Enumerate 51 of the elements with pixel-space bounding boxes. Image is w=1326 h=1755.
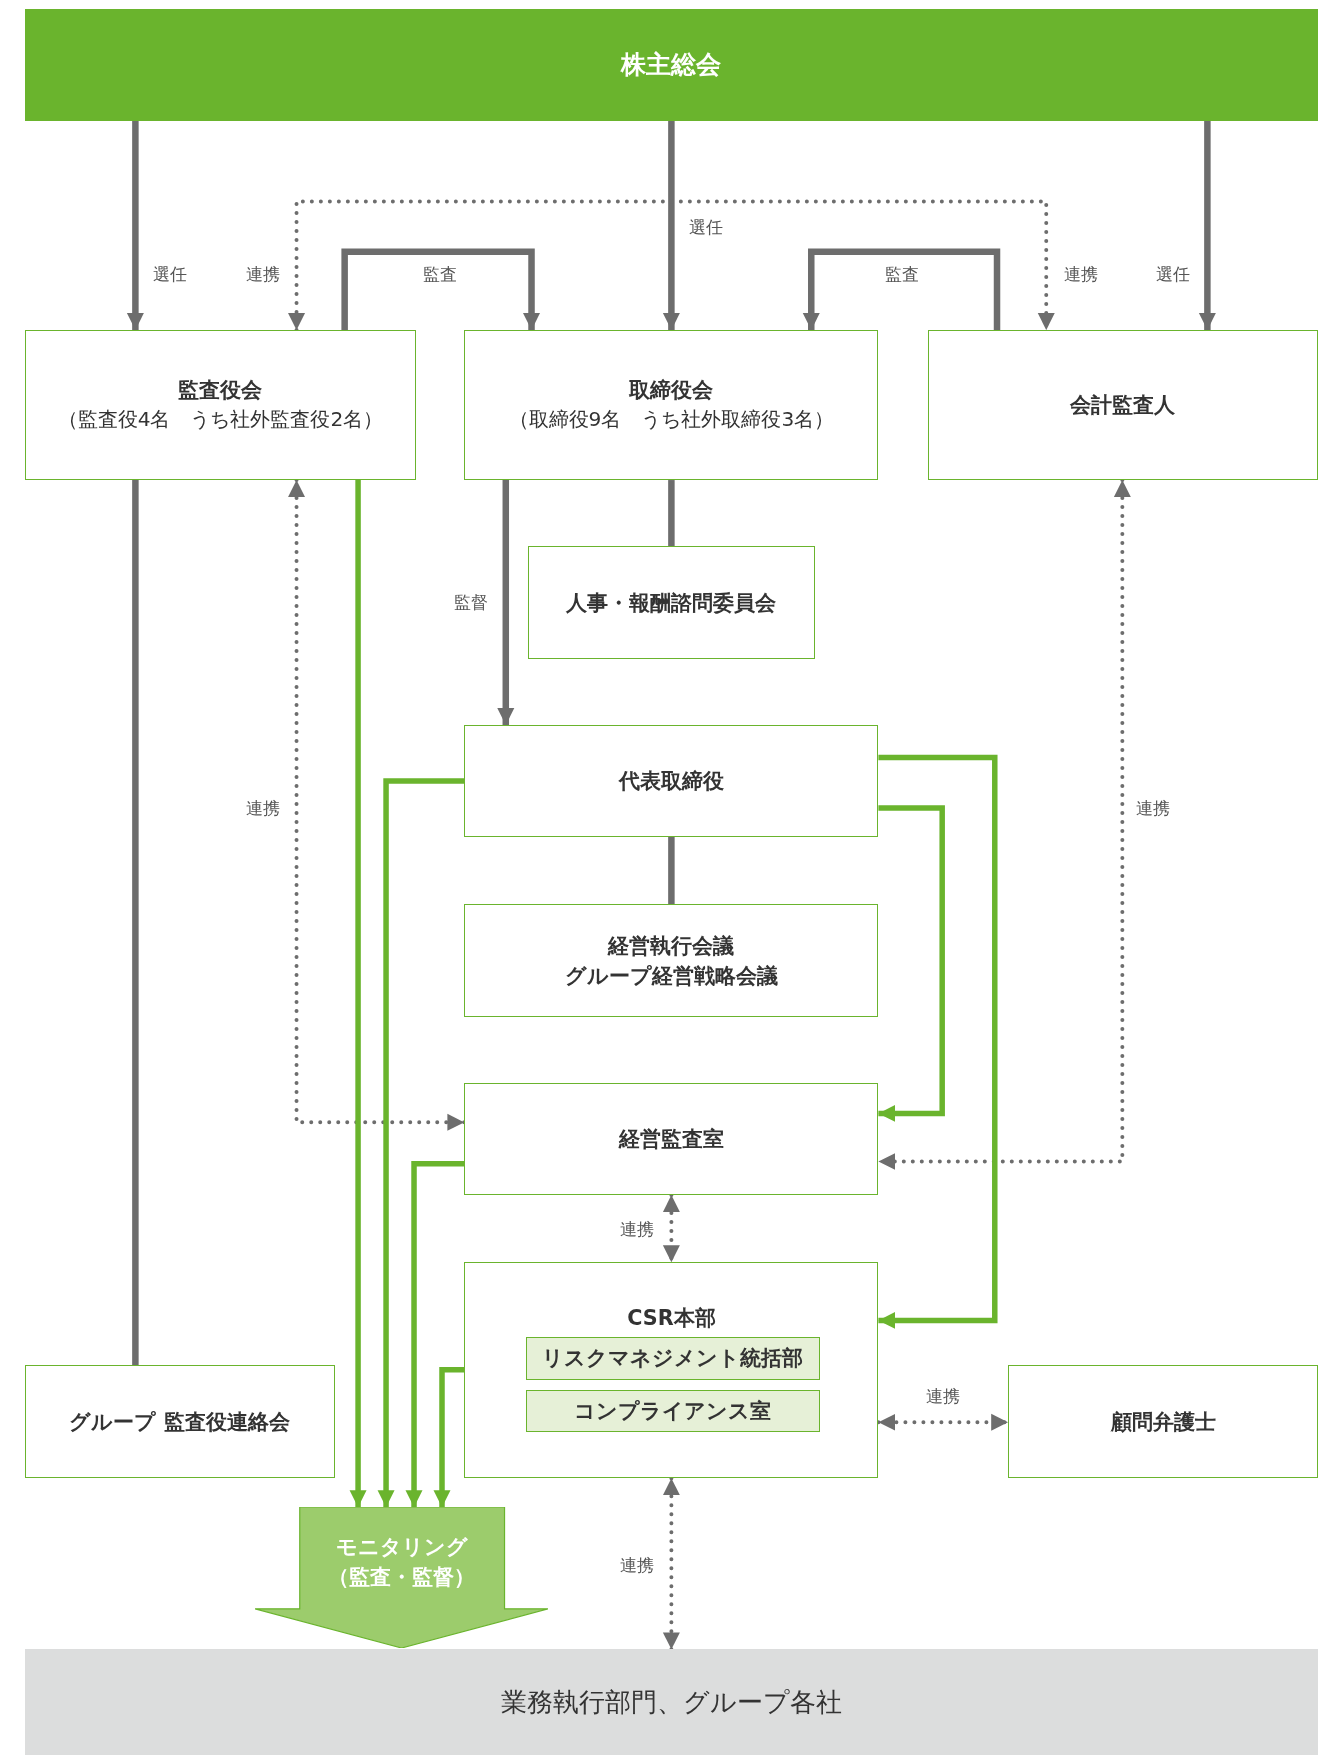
dotted-arrow bbox=[662, 1476, 680, 1652]
node-label: グループ経営戦略会議 bbox=[564, 962, 778, 990]
node-label: CSR本部 bbox=[627, 1305, 716, 1333]
org-box bbox=[24, 1365, 335, 1479]
org-box bbox=[464, 1083, 879, 1196]
node-subtitle: （監査役4名 うち社外監査役2名） bbox=[57, 406, 384, 434]
node-label: 取締役会 bbox=[629, 377, 714, 405]
node-label: 経営執行会議 bbox=[608, 932, 735, 960]
arrow bbox=[349, 480, 367, 1508]
node-label: モニタリング bbox=[335, 1533, 468, 1561]
node-label: 顧問弁護士 bbox=[1110, 1408, 1216, 1436]
arrow bbox=[1198, 120, 1216, 331]
org-box bbox=[464, 1262, 879, 1479]
node-label: 会計監査人 bbox=[1070, 392, 1176, 420]
connector-line bbox=[668, 837, 675, 905]
arrow bbox=[126, 120, 144, 331]
org-box bbox=[464, 904, 879, 1018]
arrow bbox=[377, 778, 465, 1508]
node-label: グループ 監査役連絡会 bbox=[69, 1408, 290, 1436]
node-label: 人事・報酬諮問委員会 bbox=[566, 589, 777, 617]
connector-line bbox=[668, 480, 675, 547]
node-label: リスクマネジメント統括部 bbox=[542, 1345, 804, 1373]
node-label: コンプライアンス室 bbox=[574, 1397, 772, 1425]
header-bar bbox=[24, 8, 1319, 121]
department-box bbox=[525, 1337, 821, 1380]
org-box bbox=[1008, 1365, 1319, 1479]
arrow bbox=[662, 120, 680, 331]
arrow bbox=[341, 248, 540, 331]
arrow bbox=[878, 805, 945, 1122]
org-box bbox=[927, 330, 1319, 481]
footer-bar bbox=[24, 1649, 1319, 1755]
org-box bbox=[24, 330, 417, 481]
node-label: 株主総会 bbox=[621, 49, 722, 82]
node-subtitle: （取締役9名 うち社外取締役3名） bbox=[508, 406, 835, 434]
dotted-arrow bbox=[876, 478, 1131, 1170]
node-label: 代表取締役 bbox=[618, 768, 724, 796]
arrow bbox=[802, 248, 1001, 331]
connector-line bbox=[132, 480, 139, 1366]
department-box bbox=[525, 1389, 821, 1433]
org-box bbox=[464, 725, 879, 837]
arrow bbox=[433, 1366, 465, 1508]
node-label: 監査役会 bbox=[178, 377, 263, 405]
node-label: 業務執行部門、グループ各社 bbox=[500, 1685, 842, 1719]
node-label: （監査・監督） bbox=[328, 1563, 476, 1591]
node-label: 経営監査室 bbox=[618, 1126, 724, 1154]
arrow bbox=[405, 1161, 465, 1508]
org-box bbox=[528, 546, 815, 660]
arrow bbox=[878, 754, 998, 1329]
org-box bbox=[464, 330, 879, 481]
arrow bbox=[497, 480, 515, 726]
monitoring-block bbox=[255, 1507, 549, 1649]
